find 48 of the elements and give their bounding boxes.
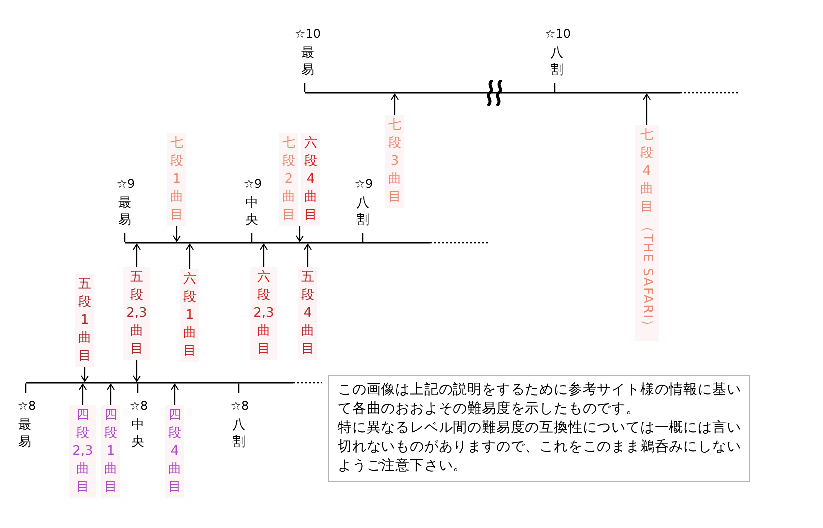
level-label: ☆9 [116, 177, 136, 191]
arrow [296, 226, 304, 242]
song-label: 七段4曲目（THE SAFARI） [635, 125, 659, 340]
arrow [170, 384, 180, 405]
tick-label: 最易 [118, 195, 132, 229]
song-label: 七段2曲目 [280, 133, 298, 226]
tick-label: 中央 [246, 195, 258, 229]
arrow [186, 244, 194, 269]
arrow [132, 360, 142, 382]
tick-label: 八割 [550, 45, 564, 79]
level-label: ☆8 [18, 399, 36, 413]
arrow [132, 244, 142, 267]
song-label: 六段1曲目 [180, 269, 200, 362]
level-label: ☆10 [544, 27, 572, 41]
arrow [304, 244, 312, 267]
song-label: 七段3曲目 [386, 115, 404, 208]
scale-axis [305, 92, 740, 94]
song-label: 七段1曲目 [168, 133, 186, 226]
note-text: この画像は上記の説明をするために参考サイト様の情報に基いて各曲のおおよその難易度を示したものです。 [338, 381, 742, 419]
level-label: ☆9 [354, 177, 374, 191]
level-label: ☆10 [294, 27, 322, 41]
song-label: 四段2,3曲目 [70, 405, 96, 498]
tick-label: 最易 [18, 417, 32, 451]
scale-axis [26, 382, 322, 384]
song-label: 四段4曲目 [166, 405, 184, 498]
song-label: 六段4曲目 [302, 133, 320, 226]
arrow [78, 384, 88, 405]
arrow [172, 226, 182, 242]
song-label: 五段2,3曲目 [124, 267, 150, 360]
song-label: 五段4曲目 [298, 267, 318, 360]
arrow [642, 94, 652, 125]
arrow [106, 384, 116, 405]
tick-label: 八割 [356, 195, 370, 229]
arrow [80, 367, 90, 382]
note-box [328, 375, 750, 482]
tick-label: 八割 [232, 417, 246, 451]
arrow [390, 94, 400, 115]
level-label: ☆9 [244, 177, 262, 191]
tick-label: 最易 [302, 45, 314, 79]
scale-axis [125, 242, 490, 244]
song-label: 四段1曲目 [102, 405, 120, 498]
song-label: 五段1曲目 [76, 274, 94, 367]
arrow [260, 244, 268, 267]
song-label: 六段2,3曲目 [250, 267, 278, 360]
level-label: ☆8 [130, 399, 148, 413]
tick-label: 中央 [132, 417, 144, 451]
level-label: ☆8 [230, 399, 250, 413]
note-text: 特に異なるレベル間の難易度の互換性については一概には言い切れないものがありますので、これをこのまま鵜呑みにしないようご注意下さい。 [338, 419, 742, 476]
